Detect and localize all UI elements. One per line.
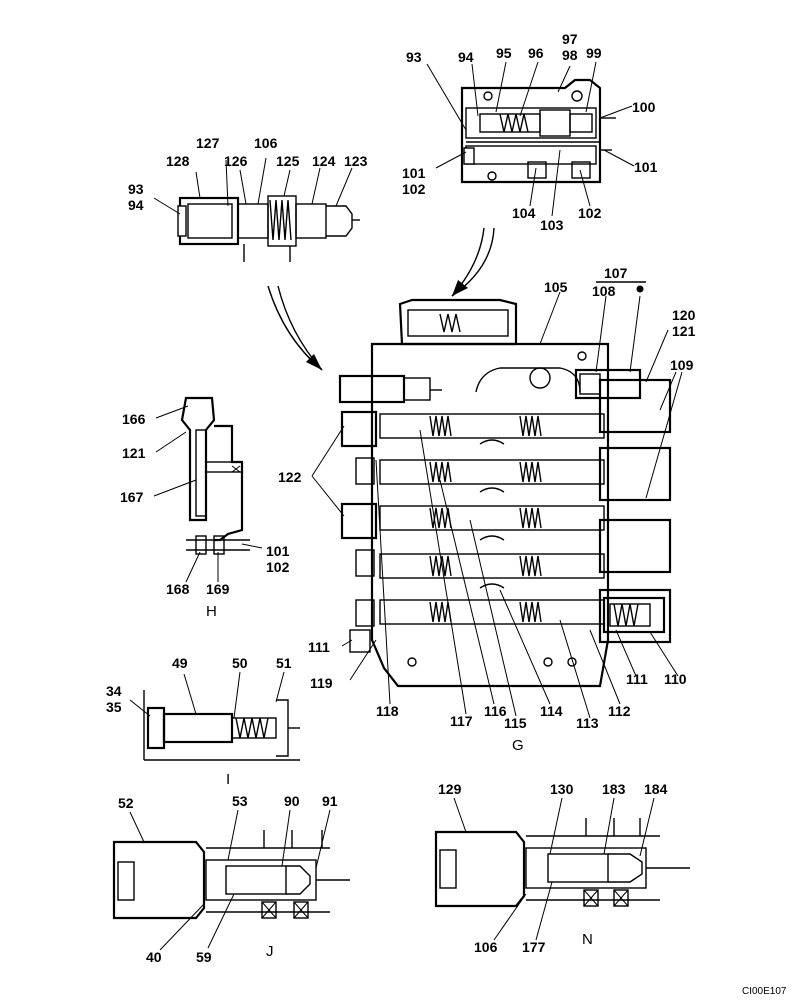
label-123: 123 [344, 153, 368, 169]
label-112: 112 [608, 703, 631, 719]
label-100: 100 [632, 99, 656, 115]
label-111: 111 [308, 639, 330, 655]
reference-arrows [267, 227, 495, 371]
leader-lines [129, 61, 683, 951]
label-120: 120 [672, 307, 696, 323]
label-105: 105 [544, 279, 568, 295]
label-102: 102 [402, 181, 426, 197]
section-label-n: N [582, 931, 593, 948]
label-94: 94 [458, 49, 474, 65]
part-labels: 93 94 95 96 97 98 99 100 101 102 101 104… [106, 31, 696, 965]
detail-i [143, 690, 300, 761]
label-124: 124 [312, 153, 336, 169]
label-101: 101 [266, 543, 290, 559]
label-96: 96 [528, 45, 544, 61]
label-126: 126 [224, 153, 248, 169]
section-label-h: H [206, 603, 217, 620]
label-34: 34 [106, 683, 122, 699]
section-label-i: I [226, 771, 230, 788]
label-102: 102 [578, 205, 602, 221]
label-114: 114 [540, 703, 563, 719]
label-127: 127 [196, 135, 220, 151]
label-106: 106 [474, 939, 498, 955]
label-98: 98 [562, 47, 578, 63]
figure-code: CI00E107 [742, 986, 787, 997]
label-184: 184 [644, 781, 668, 797]
section-letters: H G I J N [206, 603, 593, 960]
label-129: 129 [438, 781, 462, 797]
label-128: 128 [166, 153, 190, 169]
main-valve-body [338, 298, 672, 688]
detail-n [434, 818, 690, 908]
label-93: 93 [128, 181, 144, 197]
label-50: 50 [232, 655, 248, 671]
label-95: 95 [496, 45, 512, 61]
label-167: 167 [120, 489, 144, 505]
label-118: 118 [376, 703, 399, 719]
label-166: 166 [122, 411, 146, 427]
label-121: 121 [122, 445, 146, 461]
label-106: 106 [254, 135, 278, 151]
label-49: 49 [172, 655, 188, 671]
label-53: 53 [232, 793, 248, 809]
label-102: 102 [266, 559, 290, 575]
label-130: 130 [550, 781, 574, 797]
label-115: 115 [504, 715, 527, 731]
label-113: 113 [576, 715, 599, 731]
label-125: 125 [276, 153, 300, 169]
label-91: 91 [322, 793, 338, 809]
label-116: 116 [484, 703, 507, 719]
section-label-g: G [512, 737, 524, 754]
detail-j [112, 830, 350, 920]
label-97: 97 [562, 31, 578, 47]
label-121: 121 [672, 323, 696, 339]
label-52: 52 [118, 795, 134, 811]
label-35: 35 [106, 699, 122, 715]
label-99: 99 [586, 45, 602, 61]
label-108: 108 [592, 283, 616, 299]
label-107: 107 [604, 265, 628, 281]
label-183: 183 [602, 781, 626, 797]
label-51: 51 [276, 655, 292, 671]
label-103: 103 [540, 217, 564, 233]
label-177: 177 [522, 939, 546, 955]
label-117: 117 [450, 713, 473, 729]
top-valve-detail [460, 78, 616, 184]
label-109: 109 [670, 357, 694, 373]
section-label-j: J [266, 943, 274, 960]
relief-valve-detail [177, 195, 360, 262]
label-111: 111 [626, 671, 648, 687]
label-110: 110 [664, 671, 687, 687]
label-101: 101 [402, 165, 426, 181]
label-119: 119 [310, 675, 333, 691]
label-94: 94 [128, 197, 144, 213]
label-59: 59 [196, 949, 212, 965]
label-40: 40 [146, 949, 162, 965]
label-93: 93 [406, 49, 422, 65]
label-90: 90 [284, 793, 300, 809]
label-101: 101 [634, 159, 658, 175]
label-169: 169 [206, 581, 230, 597]
label-168: 168 [166, 581, 190, 597]
label-122: 122 [278, 469, 302, 485]
label-104: 104 [512, 205, 536, 221]
detail-h [180, 396, 250, 555]
